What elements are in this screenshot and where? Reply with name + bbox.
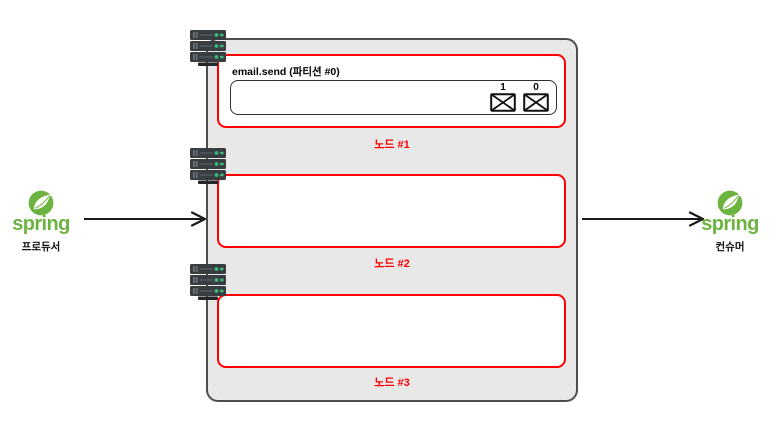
message-offset: 1 — [500, 82, 506, 93]
consumer-block: spring 컨슈머 — [685, 190, 775, 254]
envelope-icon — [523, 93, 549, 112]
producer-block: spring 프로듀서 — [0, 190, 86, 254]
producer-label: 프로듀서 — [21, 241, 61, 253]
message-offset: 0 — [533, 82, 539, 93]
message-list: 1 0 — [490, 82, 549, 112]
server-stack-icon — [190, 148, 226, 184]
server-stack-icon — [190, 30, 226, 66]
consumer-label: 컨슈머 — [715, 241, 745, 253]
node-2-box — [217, 174, 566, 248]
node-1-label: 노드 #1 — [374, 139, 410, 151]
spring-leaf-logo-icon — [28, 190, 54, 216]
spring-leaf-logo-icon — [717, 190, 743, 216]
node-2-label: 노드 #2 — [374, 258, 410, 270]
server-stack-icon — [190, 264, 226, 300]
message-item: 1 — [490, 82, 516, 112]
producer-arrow-right-icon — [84, 211, 207, 227]
node-3-label: 노드 #3 — [374, 377, 410, 389]
node-1-box: email.send (파티션 #0) 1 0 — [217, 54, 566, 128]
spring-wordmark: spring — [701, 213, 759, 235]
topic-title: email.send (파티션 #0) — [232, 66, 340, 78]
partition-box: 1 0 — [230, 80, 557, 115]
envelope-icon — [490, 93, 516, 112]
consumer-arrow-right-icon — [582, 211, 705, 227]
message-item: 0 — [523, 82, 549, 112]
node-3-box — [217, 294, 566, 368]
spring-wordmark: spring — [12, 213, 70, 235]
